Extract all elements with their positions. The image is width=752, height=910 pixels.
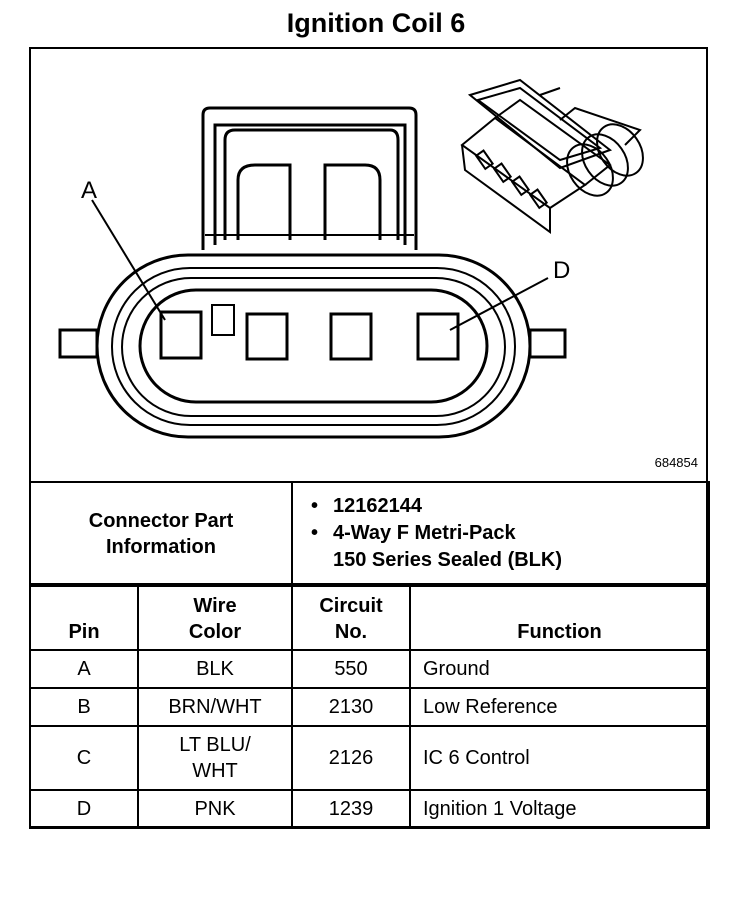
circuit-cell: 1239: [291, 789, 411, 829]
connector-series: 150 Series Sealed (BLK): [333, 548, 562, 571]
pin-cavity-b: [245, 312, 289, 361]
figure-reference-number: 684854: [654, 455, 698, 470]
pin-label-a: A: [81, 177, 97, 204]
pin-cell: B: [29, 687, 139, 727]
function-cell: Ground: [409, 649, 710, 689]
connector-right-tab: [528, 328, 567, 359]
pin-label-d: D: [553, 257, 570, 284]
pin-cavity-d: [416, 312, 460, 361]
circuit-cell: 2126: [291, 725, 411, 791]
circuit-cell: 550: [291, 649, 411, 689]
wire-color-cell: BRN/WHT: [137, 687, 293, 727]
function-cell: Ignition 1 Voltage: [409, 789, 710, 829]
connector-info-label: Connector Part Information: [29, 481, 293, 587]
table-row: D PNK 1239 Ignition 1 Voltage: [29, 789, 710, 829]
connector-type: • 4-Way F Metri-Pack: [311, 520, 708, 547]
connector-part-number: • 12162144: [311, 493, 708, 520]
wire-color-cell: BLK: [137, 649, 293, 689]
header-pin: Pin: [29, 583, 139, 651]
bullet-icon: •: [311, 521, 319, 544]
pin-cavity-a: [159, 310, 203, 360]
table-row: C LT BLU/ WHT 2126 IC 6 Control: [29, 725, 710, 791]
table-row: B BRN/WHT 2130 Low Reference: [29, 687, 710, 727]
pin-table-header: Pin Wire Color Circuit No. Function: [29, 583, 710, 651]
pin-cell: D: [29, 789, 139, 829]
connector-left-tab: [58, 328, 99, 359]
pin-table: Pin Wire Color Circuit No. Function A BL…: [29, 583, 710, 829]
table-row: A BLK 550 Ground: [29, 649, 710, 689]
circuit-cell: 2130: [291, 687, 411, 727]
header-function: Function: [409, 583, 710, 651]
connector-isometric-icon: [460, 78, 644, 234]
pin-cell: A: [29, 649, 139, 689]
header-circuit-no: Circuit No.: [291, 583, 411, 651]
leader-line-a: [91, 199, 166, 321]
connector-latch: [201, 106, 418, 250]
function-cell: IC 6 Control: [409, 725, 710, 791]
wire-color-cell: PNK: [137, 789, 293, 829]
connector-info-table: Connector Part Information • 12162144 • …: [29, 481, 710, 587]
wire-color-cell: LT BLU/ WHT: [137, 725, 293, 791]
connector-housing-middle: [111, 267, 516, 426]
pin-cavity-c: [329, 312, 373, 361]
leader-line-d: [449, 277, 549, 331]
function-cell: Low Reference: [409, 687, 710, 727]
header-wire-color: Wire Color: [137, 583, 293, 651]
connector-housing-inner: [138, 288, 489, 404]
bullet-icon: •: [311, 494, 319, 517]
diagram-title: Ignition Coil 6: [286, 8, 466, 38]
pin-key: [211, 304, 235, 336]
connector-info-list: • 12162144 • 4-Way F Metri-Pack 150 Seri…: [291, 481, 710, 587]
pin-cell: C: [29, 725, 139, 791]
